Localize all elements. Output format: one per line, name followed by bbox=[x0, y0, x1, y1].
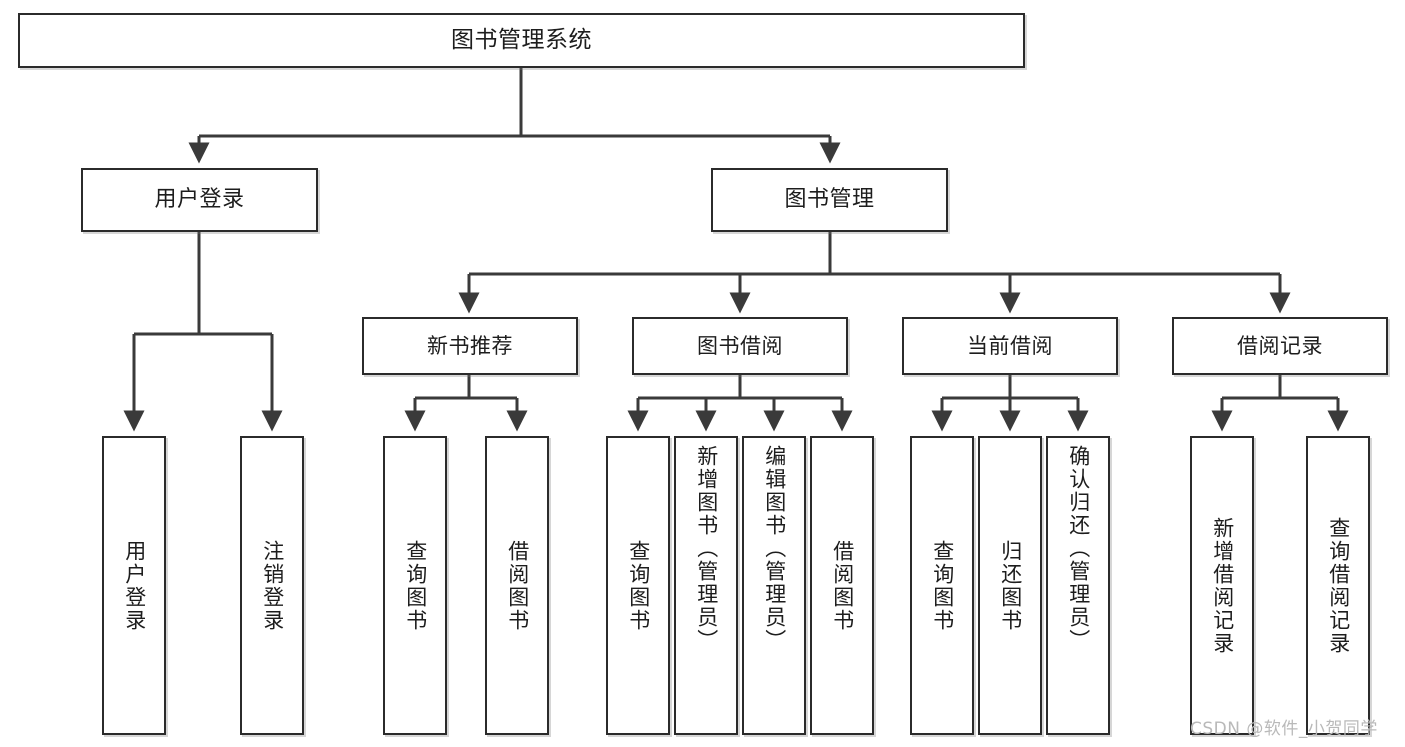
node-label: 新增图书（管理员） bbox=[694, 445, 719, 652]
node-label: 图书管理系统 bbox=[451, 26, 592, 53]
leaf-book-borrow-add[interactable]: 新增图书（管理员） bbox=[674, 436, 738, 735]
leaf-book-borrow-edit[interactable]: 编辑图书（管理员） bbox=[742, 436, 806, 735]
node-label: 查询图书 bbox=[626, 539, 651, 632]
node-label: 借阅图书 bbox=[830, 539, 855, 632]
node-label: 新增借阅记录 bbox=[1210, 516, 1235, 655]
node-label: 当前借阅 bbox=[967, 333, 1053, 358]
leaf-new-book-query[interactable]: 查询图书 bbox=[383, 436, 447, 735]
node-book-borrow[interactable]: 图书借阅 bbox=[632, 317, 848, 375]
node-current-borrow[interactable]: 当前借阅 bbox=[902, 317, 1118, 375]
node-borrow-record[interactable]: 借阅记录 bbox=[1172, 317, 1388, 375]
node-label: 查询图书 bbox=[930, 539, 955, 632]
node-label: 图书管理 bbox=[784, 187, 875, 213]
leaf-new-book-borrow[interactable]: 借阅图书 bbox=[485, 436, 549, 735]
leaf-borrow-record-query[interactable]: 查询借阅记录 bbox=[1306, 436, 1370, 735]
node-label: 查询图书 bbox=[403, 539, 428, 632]
node-label: 用户登录 bbox=[154, 187, 245, 213]
node-label: 查询借阅记录 bbox=[1326, 516, 1351, 655]
leaf-current-borrow-return[interactable]: 归还图书 bbox=[978, 436, 1042, 735]
node-label: 确认归还（管理员） bbox=[1066, 445, 1091, 652]
leaf-book-borrow-query[interactable]: 查询图书 bbox=[606, 436, 670, 735]
node-label: 用户登录 bbox=[122, 539, 147, 632]
node-label: 图书借阅 bbox=[697, 333, 783, 358]
node-root-system[interactable]: 图书管理系统 bbox=[18, 13, 1025, 68]
node-book-management[interactable]: 图书管理 bbox=[711, 168, 948, 232]
leaf-user-login-login[interactable]: 用户登录 bbox=[102, 436, 166, 735]
leaf-current-borrow-confirm-return[interactable]: 确认归还（管理员） bbox=[1046, 436, 1110, 735]
node-label: 借阅图书 bbox=[505, 539, 530, 632]
leaf-current-borrow-query[interactable]: 查询图书 bbox=[910, 436, 974, 735]
watermark-text: CSDN @软件_小贺同学 bbox=[1190, 719, 1378, 739]
node-label: 注销登录 bbox=[260, 539, 285, 632]
node-label: 归还图书 bbox=[998, 539, 1023, 632]
leaf-book-borrow-borrow[interactable]: 借阅图书 bbox=[810, 436, 874, 735]
node-label: 编辑图书（管理员） bbox=[762, 445, 787, 652]
node-label: 借阅记录 bbox=[1237, 333, 1323, 358]
leaf-borrow-record-add[interactable]: 新增借阅记录 bbox=[1190, 436, 1254, 735]
leaf-user-login-logout[interactable]: 注销登录 bbox=[240, 436, 304, 735]
node-label: 新书推荐 bbox=[427, 333, 513, 358]
node-new-book-recommend[interactable]: 新书推荐 bbox=[362, 317, 578, 375]
node-user-login[interactable]: 用户登录 bbox=[81, 168, 318, 232]
